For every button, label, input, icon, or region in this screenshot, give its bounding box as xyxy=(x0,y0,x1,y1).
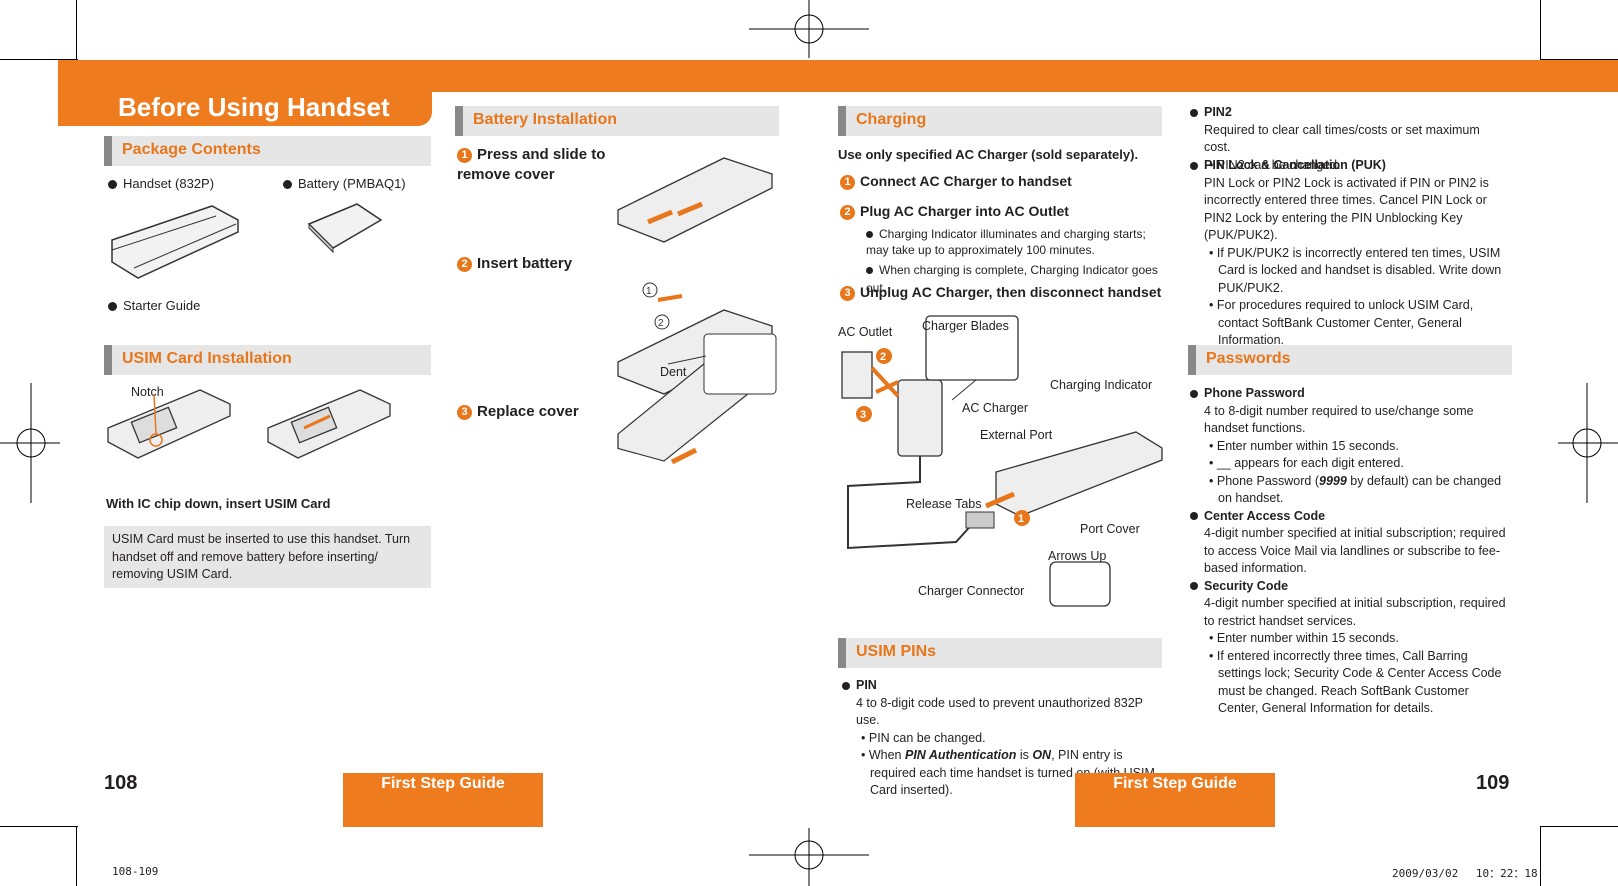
first-step-guide-tab-left[interactable]: First Step Guide xyxy=(343,773,543,827)
charger-connector-label: Charger Connector xyxy=(918,584,1025,598)
charging-bullet-1: Charging Indicator illuminates and charg… xyxy=(866,227,1146,257)
footer-timestamp: 2009/03/02 10：22：18 xyxy=(1392,867,1538,880)
svg-text:1: 1 xyxy=(1018,513,1024,525)
page-title: Before Using Handset xyxy=(118,92,390,122)
svg-text:2: 2 xyxy=(658,318,664,329)
release-tabs-label: Release Tabs xyxy=(906,497,982,511)
pin2-block: PIN2 Required to clear call times/costs … xyxy=(1190,104,1508,174)
charging-bullet-2: When charging is complete, Charging Indi… xyxy=(866,263,1158,295)
section-usim-installation: USIM Card Installation xyxy=(104,345,431,375)
header-orange-band xyxy=(430,60,1618,92)
section-battery-installation: Battery Installation xyxy=(455,106,779,136)
passwords-block: Phone Password 4 to 8-digit number requi… xyxy=(1190,385,1510,718)
port-cover-label: Port Cover xyxy=(1080,522,1140,536)
battery-illustrations: 1 2 xyxy=(617,157,777,465)
usim-instruction: With IC chip down, insert USIM Card xyxy=(106,496,331,511)
charging-intro: Use only specified AC Charger (sold sepa… xyxy=(838,147,1139,162)
page-number-right: 109 xyxy=(1476,772,1510,794)
charging-diagram: 2 3 1 xyxy=(841,315,1163,607)
package-item-handset: Handset (832P) xyxy=(108,176,214,191)
svg-text:2: 2 xyxy=(880,351,886,363)
charging-indicator-label: Charging Indicator xyxy=(1050,378,1153,392)
section-passwords: Passwords xyxy=(1188,345,1512,375)
section-usim-pins: USIM PINs xyxy=(838,638,1162,668)
usim-note-box xyxy=(104,526,431,588)
page-number-left: 108 xyxy=(104,772,138,794)
external-port-label: External Port xyxy=(980,428,1053,442)
header-title-box xyxy=(58,60,432,126)
ac-charger-label: AC Charger xyxy=(962,401,1028,415)
pin-block: PIN 4 to 8-digit code used to prevent un… xyxy=(842,677,1167,800)
arrows-up-label: Arrows Up xyxy=(1048,549,1107,563)
footer-file: 108-109 xyxy=(112,865,159,878)
usim-insertion-illustrations xyxy=(107,389,391,459)
section-charging: Charging xyxy=(838,106,1162,136)
svg-text:1: 1 xyxy=(646,286,652,297)
section-package-contents: Package Contents xyxy=(104,136,431,166)
package-item-battery: Battery (PMBAQ1) xyxy=(283,176,406,191)
charger-blades-label: Charger Blades xyxy=(922,319,1009,333)
notch-label: Notch xyxy=(131,385,164,399)
dent-label: Dent xyxy=(660,365,687,379)
package-item-starter-guide: Starter Guide xyxy=(108,298,200,313)
handset-illustration xyxy=(111,205,239,279)
svg-text:3: 3 xyxy=(860,409,866,421)
puk-block: PIN Lock & Cancellation (PUK) PIN Lock o… xyxy=(1190,157,1508,350)
battery-illustration xyxy=(307,203,383,254)
ac-outlet-label: AC Outlet xyxy=(838,325,893,339)
usim-note: USIM Card must be inserted to use this h… xyxy=(112,532,411,581)
first-step-guide-tab-right[interactable]: First Step Guide xyxy=(1075,773,1275,827)
